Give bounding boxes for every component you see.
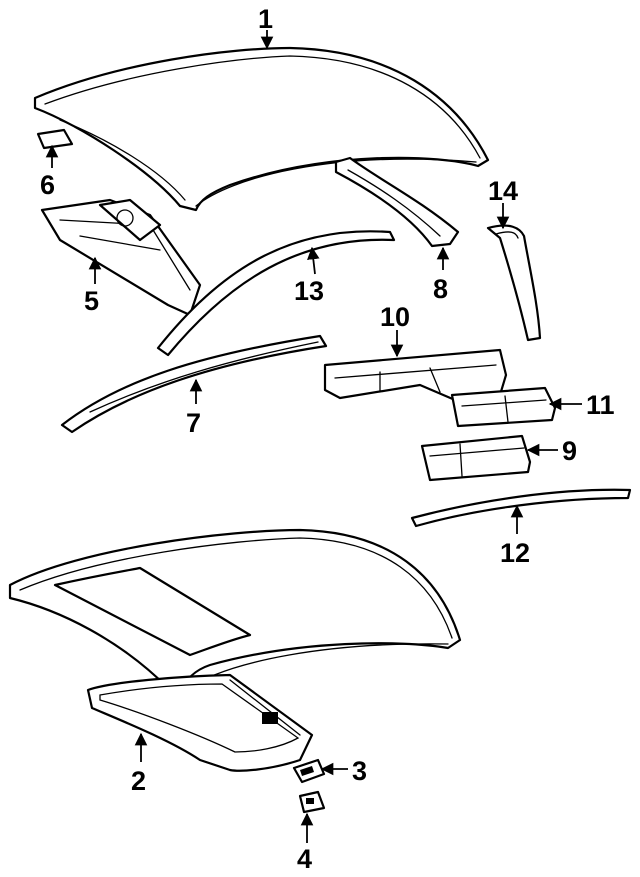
- callout-9: 9: [562, 436, 577, 466]
- callout-labels: 1 6 5 13 8 14 7 10 11 9 12 2 3 4: [40, 4, 615, 874]
- callout-13: 13: [294, 276, 324, 306]
- callout-3: 3: [352, 756, 367, 786]
- bracket-clip[interactable]: [292, 758, 326, 784]
- roof-reinforcement[interactable]: [450, 386, 557, 428]
- roof-pad[interactable]: [36, 128, 74, 150]
- moulding-strip[interactable]: [156, 230, 396, 357]
- callout-2: 2: [131, 766, 146, 796]
- roof-panel[interactable]: [33, 46, 490, 212]
- sunroof-roof-panel[interactable]: [8, 528, 462, 694]
- rear-moulding[interactable]: [410, 488, 632, 528]
- callout-11: 11: [586, 390, 615, 420]
- leader-lines: [45, 30, 582, 843]
- front-header-panel[interactable]: [40, 198, 202, 317]
- rear-pillar-brace[interactable]: [334, 156, 460, 248]
- callout-8: 8: [433, 274, 448, 304]
- callout-5: 5: [84, 286, 99, 316]
- callout-10: 10: [380, 302, 410, 332]
- rear-bow[interactable]: [420, 434, 532, 482]
- callout-1: 1: [258, 4, 273, 34]
- callout-12: 12: [500, 538, 530, 568]
- roof-side-rail[interactable]: [60, 334, 328, 434]
- mounting-block[interactable]: [298, 790, 326, 814]
- callout-4: 4: [297, 844, 312, 874]
- quarter-moulding[interactable]: [486, 224, 542, 342]
- sunroof-frame[interactable]: [86, 673, 314, 772]
- callout-14: 14: [488, 176, 518, 206]
- callout-7: 7: [186, 408, 201, 438]
- callout-6: 6: [40, 170, 55, 200]
